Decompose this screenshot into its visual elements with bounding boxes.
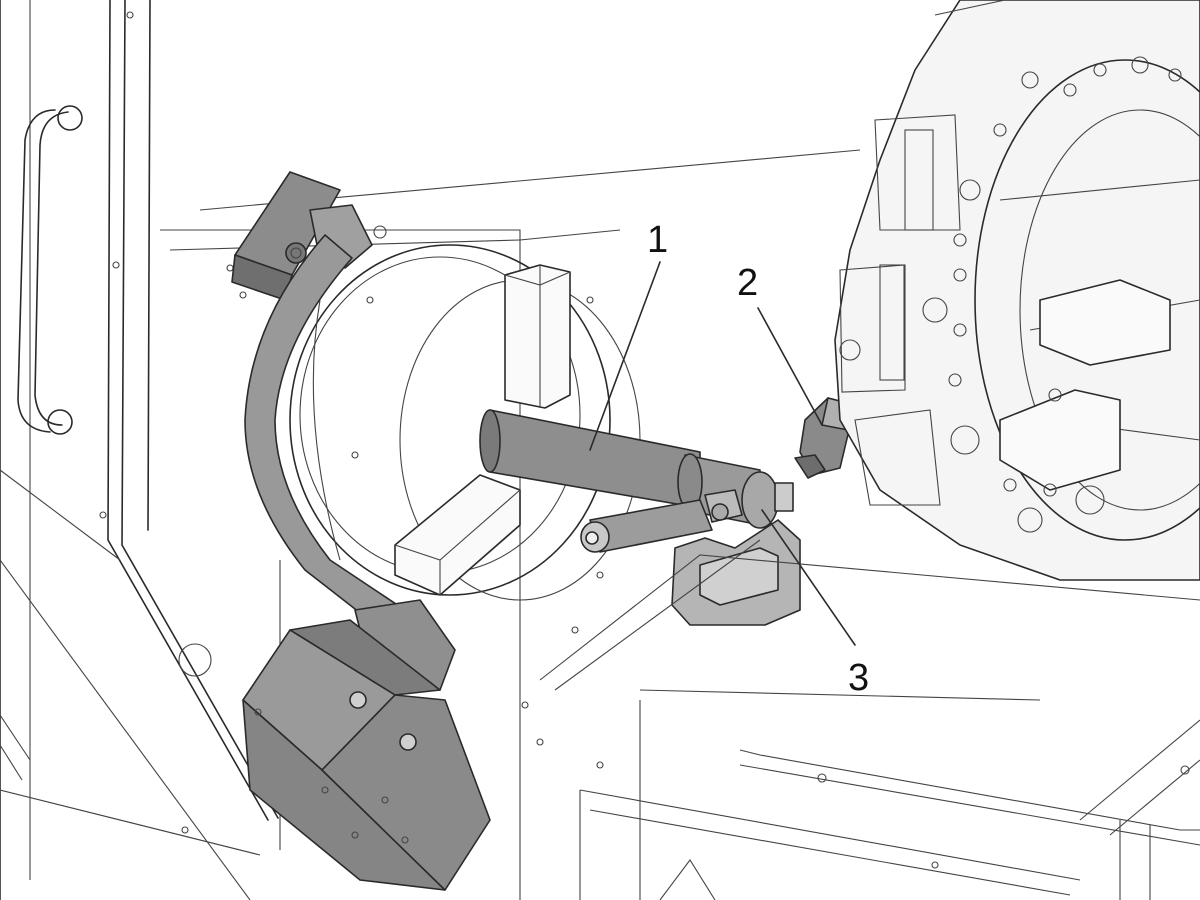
test-bar [479,409,779,529]
machine-bed [539,539,1200,900]
callout-3-label: 3 [848,657,869,699]
callout-leaders [589,261,856,646]
machine-door [0,0,279,900]
chuck-jaw-bottom [394,474,521,596]
arm-base-housing [242,599,491,891]
callout-2-label: 2 [737,262,758,304]
tool-turret [834,0,1200,581]
door-handle [17,105,83,435]
callout-1-label: 1 [647,219,668,261]
chuck-jaw-top [504,264,571,409]
leader-line-3 [761,509,856,646]
tool-presetter-arm [231,171,491,891]
leader-line-1 [589,261,661,451]
micrometer [580,482,801,626]
leader-line-2 [757,307,823,426]
